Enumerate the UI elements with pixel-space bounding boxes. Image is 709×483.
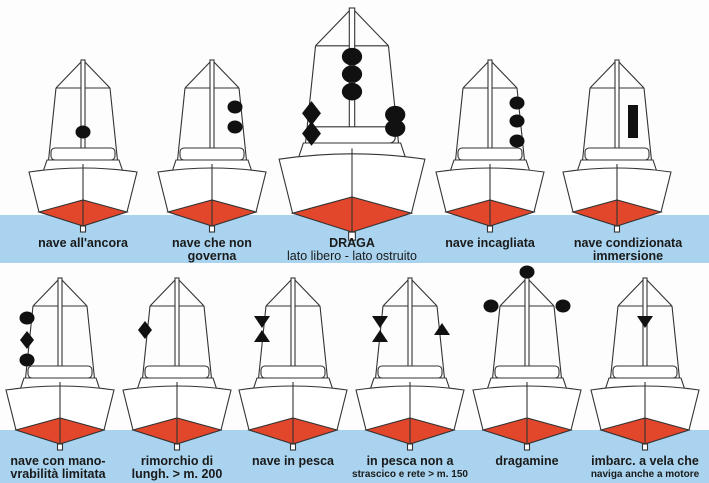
keel	[348, 231, 356, 241]
keel	[79, 225, 87, 233]
rigging-line	[82, 59, 111, 89]
rigging-line	[617, 277, 646, 307]
cone-down-icon	[372, 316, 388, 328]
cabin	[377, 365, 443, 379]
rigging-line	[644, 277, 673, 307]
cone-down-icon	[254, 316, 270, 328]
keel	[56, 443, 64, 451]
keel	[406, 443, 414, 451]
ball-shape-icon	[19, 353, 35, 367]
boat-sail-under-power	[590, 277, 700, 451]
rigging-line	[184, 59, 213, 89]
ball-shape-icon	[19, 311, 35, 325]
rigging-line	[211, 59, 240, 89]
rigging-line	[55, 59, 84, 89]
rigging-line	[462, 59, 491, 89]
cabin	[494, 365, 560, 379]
keel	[173, 443, 181, 451]
rigging-line	[489, 59, 518, 89]
boat-anchor	[28, 59, 138, 233]
boat-tow-over-200	[122, 277, 232, 451]
rigging-line	[526, 277, 555, 307]
boat-minesweeper	[472, 265, 582, 451]
ball-shape-icon	[385, 105, 406, 124]
boat-fishing	[238, 277, 348, 451]
cabin	[27, 365, 93, 379]
ball-shape-icon	[519, 265, 535, 279]
ball-shape-icon	[75, 125, 91, 139]
keel	[613, 225, 621, 233]
rigging-line	[409, 277, 438, 307]
ball-shape-icon	[509, 114, 525, 128]
cabin	[584, 147, 650, 161]
rigging-line	[616, 59, 645, 89]
boat-restricted-manoeuvrability	[5, 277, 115, 451]
ball-shape-icon	[509, 96, 525, 110]
rigging-line	[499, 277, 528, 307]
keel	[208, 225, 216, 233]
cabin	[308, 126, 396, 144]
rigging-line	[315, 7, 353, 47]
rigging-line	[59, 277, 88, 307]
cabin	[612, 365, 678, 379]
cylinder-shape-icon	[628, 105, 638, 138]
boat-dredger	[278, 7, 426, 241]
cabin	[457, 147, 523, 161]
rigging-line	[32, 277, 61, 307]
label-minesweeper: dragamine	[495, 454, 559, 468]
cabin	[260, 365, 326, 379]
cabin	[179, 147, 245, 161]
diamond-shape-icon	[302, 121, 321, 146]
keel	[641, 443, 649, 451]
rigging-line	[292, 277, 321, 307]
label-restricted-manoeuvrability: nave con mano-vrabilità limitata	[10, 454, 106, 481]
rigging-line	[149, 277, 178, 307]
boat-aground	[435, 59, 545, 233]
ball-shape-icon	[385, 119, 406, 137]
rigging-line	[382, 277, 411, 307]
boat-not-under-command	[157, 59, 267, 233]
keel	[486, 225, 494, 233]
ball-shape-icon	[341, 47, 363, 66]
label-aground: nave incagliata	[445, 236, 535, 250]
ball-shape-icon	[341, 65, 363, 83]
ball-shape-icon	[227, 100, 243, 114]
diamond-shape-icon	[20, 331, 34, 349]
diamond-shape-icon	[302, 101, 321, 126]
cone-down-icon	[637, 316, 653, 328]
cone-up-icon	[434, 323, 450, 335]
keel	[289, 443, 297, 451]
cabin	[50, 147, 116, 161]
ball-shape-icon	[509, 134, 525, 148]
ball-shape-icon	[341, 82, 363, 101]
water-band-bottom	[0, 430, 709, 483]
rigging-line	[176, 277, 205, 307]
ball-shape-icon	[483, 299, 499, 313]
boat-draught-constrained	[562, 59, 672, 233]
rigging-line	[265, 277, 294, 307]
cone-up-icon	[372, 330, 388, 342]
boat-fishing-not-trawling	[355, 277, 465, 451]
cone-up-icon	[254, 330, 270, 342]
rigging-line	[589, 59, 618, 89]
diamond-shape-icon	[138, 321, 152, 339]
rigging-line	[351, 7, 389, 47]
label-anchor: nave all'ancora	[38, 236, 128, 250]
ball-shape-icon	[227, 120, 243, 134]
label-fishing: nave in pesca	[252, 454, 334, 468]
ball-shape-icon	[555, 299, 571, 313]
keel	[523, 443, 531, 451]
cabin	[144, 365, 210, 379]
